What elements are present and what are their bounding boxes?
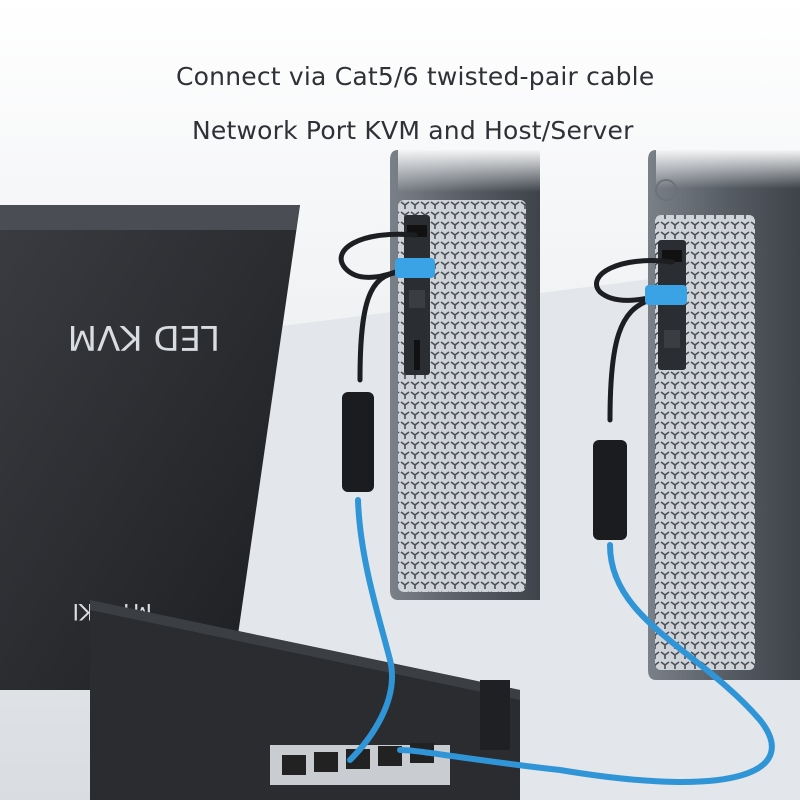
cable-to-rear-tower xyxy=(397,258,775,785)
rj45-port xyxy=(282,755,306,775)
caption-line-1: Connect via Cat5/6 twisted-pair cable xyxy=(176,62,655,91)
usb-extender-dongle xyxy=(342,392,374,492)
lid-label: LED KVM xyxy=(68,317,220,357)
usb-extender-dongle xyxy=(593,440,627,540)
rj45-port xyxy=(314,752,338,772)
caption-line-2: Network Port KVM and Host/Server xyxy=(192,116,634,145)
cable-to-front-tower xyxy=(338,231,435,763)
server-tower-rear xyxy=(648,150,800,680)
rj45-port xyxy=(378,746,402,766)
power-button-icon xyxy=(655,179,677,201)
usb-connector xyxy=(645,285,687,305)
usb-connector xyxy=(395,258,435,278)
server-tower-front xyxy=(390,150,540,600)
